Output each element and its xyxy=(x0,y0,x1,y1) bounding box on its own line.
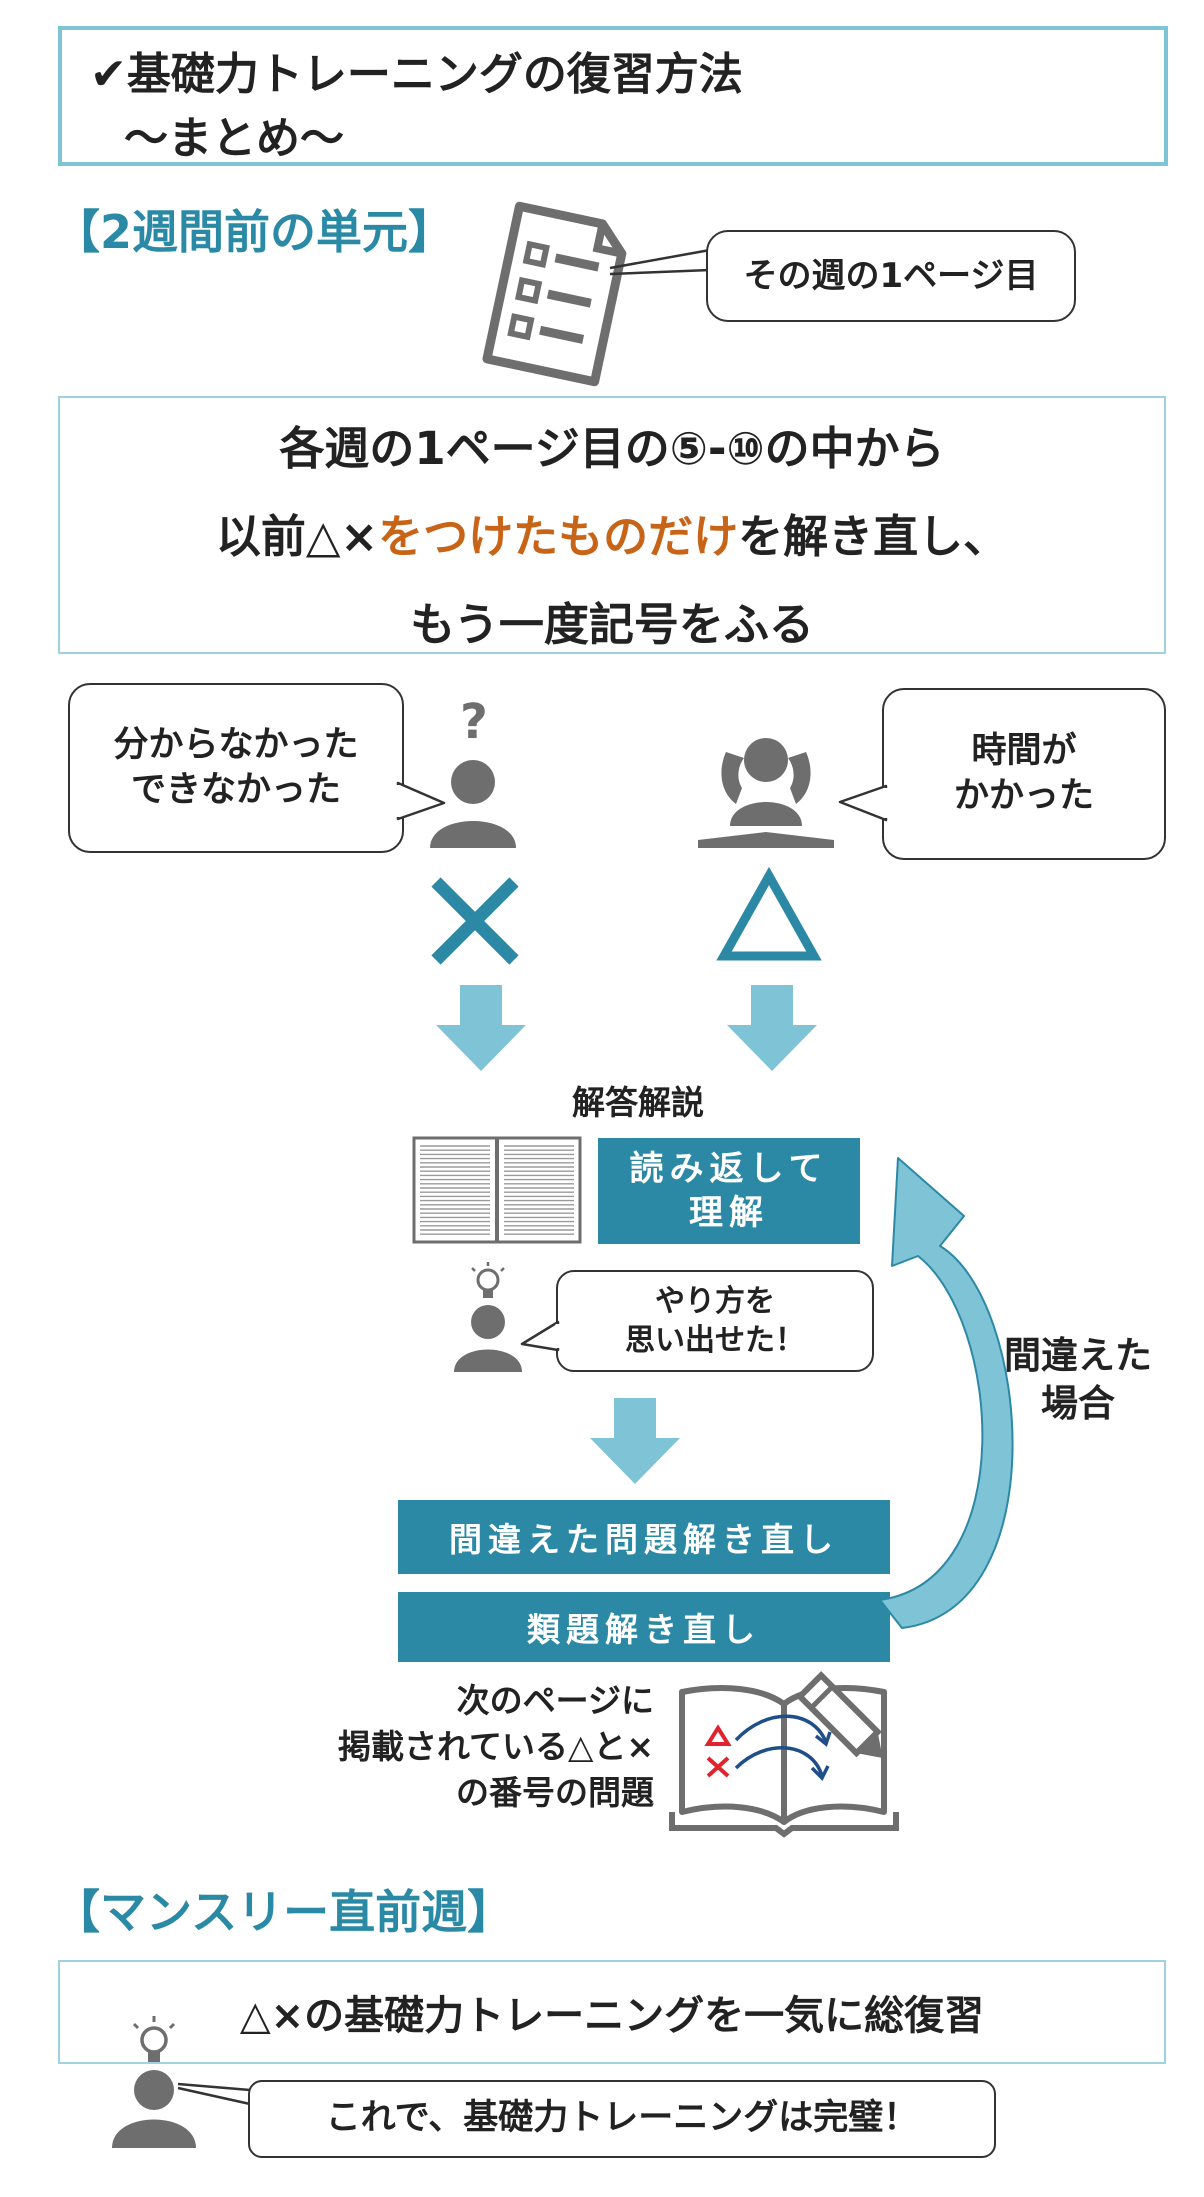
remembered-bubble: やり方を 思い出せた！ xyxy=(556,1270,874,1372)
document-icon xyxy=(482,201,627,387)
confused-person-icon: ? xyxy=(430,694,516,848)
title-line-1: 基礎力トレーニングの復習方法 xyxy=(126,49,743,100)
instruction-line-2: 以前△×をつけたものだけを解き直し、 xyxy=(215,510,1009,563)
explanation-label: 解答解説 xyxy=(572,1083,704,1122)
open-book-pen-icon xyxy=(669,1671,899,1838)
frustrated-person-icon xyxy=(698,738,834,848)
instruction-line-3: もう一度記号をふる xyxy=(410,598,814,651)
final-bubble-tail xyxy=(177,2082,251,2106)
down-arrow-icon-right xyxy=(727,985,817,1071)
redo-mistakes-box: 間違えた問題解き直し xyxy=(398,1500,890,1574)
lightbulb-person-icon-2 xyxy=(112,2016,196,2148)
left-case-bubble: 分からなかった できなかった xyxy=(68,683,404,853)
title-subtitle: 〜まとめ〜 xyxy=(124,113,344,164)
highlight-text: をつけたものだけ xyxy=(378,510,739,563)
final-bubble: これで、基礎力トレーニングは完璧！ xyxy=(248,2080,996,2158)
page-title: ✔基礎力トレーニングの復習方法 xyxy=(90,38,743,102)
triangle-icon xyxy=(716,866,822,961)
right-bubble-tail xyxy=(838,784,889,822)
remembered-bubble-tail xyxy=(520,1320,561,1352)
instruction-line-1: 各週の1ページ目の⑤-⑩の中から xyxy=(279,422,945,475)
right-case-bubble: 時間が かかった xyxy=(882,688,1166,860)
cross-icon xyxy=(431,877,519,965)
lightbulb-person-icon xyxy=(454,1262,522,1372)
reread-box: 読み返して 理解 xyxy=(598,1138,860,1244)
monthly-review-text: △×の基礎力トレーニングを一気に総復習 xyxy=(239,1993,985,2039)
check-icon: ✔ xyxy=(90,49,127,100)
redo-similar-box: 類題解き直し xyxy=(398,1592,890,1662)
next-page-note: 次のページに 掲載されている△と× の番号の問題 xyxy=(337,1681,654,1813)
down-arrow-icon-left xyxy=(436,985,526,1071)
return-curve-arrow-icon xyxy=(879,1157,1014,1629)
section-heading-two-weeks: 【2週間前の単元】 xyxy=(54,205,455,259)
monthly-review-box: △×の基礎力トレーニングを一気に総復習 xyxy=(58,1960,1166,2064)
instruction-box: 各週の1ページ目の⑤-⑩の中から 以前△×をつけたものだけを解き直し、 もう一度… xyxy=(58,396,1166,654)
notebook-icon xyxy=(412,1136,582,1244)
svg-text:?: ? xyxy=(460,694,488,750)
section-heading-monthly: 【マンスリー直前週】 xyxy=(54,1885,514,1939)
if-wrong-label: 間違えた 場合 xyxy=(1004,1334,1152,1426)
page-callout-bubble: その週の1ページ目 xyxy=(706,230,1076,322)
callout-line xyxy=(609,248,711,276)
down-arrow-icon-center xyxy=(590,1398,680,1484)
left-bubble-tail xyxy=(395,781,446,821)
title-box: ✔基礎力トレーニングの復習方法 〜まとめ〜 xyxy=(58,26,1168,166)
